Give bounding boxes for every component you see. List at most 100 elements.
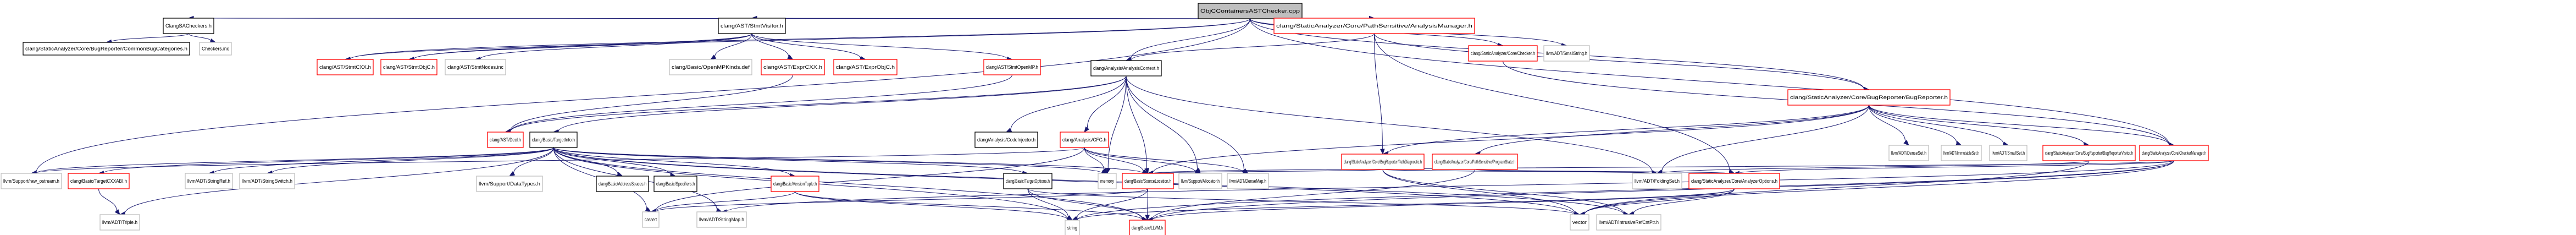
node-label: ObjCContainersASTChecker.cpp [1200, 8, 1300, 14]
node-label: llvm/ADT/ImmutableSet.h [1943, 150, 1979, 156]
edge-stmtopenmp-to-decl [509, 74, 1012, 132]
node-box [1, 173, 62, 189]
edge-targetinfo-to-triple [124, 147, 554, 214]
edge-bugreporter-to-checkermgr [1869, 105, 2170, 145]
edge-sourceloc-to-cassert [655, 188, 1148, 212]
node-label: llvm/Support/Allocator.h [1181, 178, 1220, 184]
node-analyzeropts[interactable]: clang/StaticAnalyzer/Core/AnalyzerOption… [1688, 173, 1780, 189]
node-immutableset: llvm/ADT/ImmutableSet.h [1941, 145, 1982, 161]
arrowhead-icon [1106, 167, 1111, 174]
edge-cfg-to-allocator [1084, 147, 1196, 173]
node-pathdiag[interactable]: clang/StaticAnalyzer/Core/BugReporter/Pa… [1341, 154, 1425, 170]
node-targetcxxabi[interactable]: clang/Basic/TargetCXXABI.h [68, 173, 130, 189]
node-label: clang/AST/Decl.h [490, 137, 521, 143]
node-analysismgr[interactable]: clang/StaticAnalyzer/Core/PathSensitive/… [1273, 18, 1475, 34]
node-allocator: llvm/Support/Allocator.h [1178, 173, 1222, 189]
node-box [653, 176, 697, 192]
node-label: clang/Analysis/AnalysisContext.h [1093, 65, 1159, 71]
edge-clangsacheckers-to-checkersinc [188, 33, 211, 41]
edge-checkermgr-to-analyzeropts [1739, 160, 2174, 174]
edge-analysisctx-to-codeinjector [1010, 75, 1127, 130]
node-box [1787, 89, 1951, 106]
node-box [185, 173, 233, 189]
node-smallstring: llvm/ADT/SmallString.h [1543, 45, 1590, 62]
node-box [1065, 220, 1080, 235]
edge-bugreporter-to-sourceloc [1152, 105, 1869, 173]
edge-targetinfo-to-vector [553, 147, 1575, 215]
node-checker[interactable]: clang/StaticAnalyzer/Core/Checker.h [1468, 45, 1538, 62]
node-box [445, 59, 506, 75]
node-bugreporter[interactable]: clang/StaticAnalyzer/Core/BugReporter/Bu… [1787, 89, 1951, 106]
node-label: clang/AST/StmtOpenMP.h [986, 64, 1038, 70]
edge-bugreporter-to-smallset [1869, 105, 2004, 144]
node-label: clang/Basic/LLVM.h [1132, 225, 1163, 231]
node-specifiers[interactable]: clang/Basic/Specifiers.h [653, 176, 697, 192]
node-clangsacheckers[interactable]: ClangSACheckers.h [163, 18, 214, 34]
node-decl[interactable]: clang/AST/Decl.h [487, 132, 524, 148]
node-label: llvm/ADT/SmallString.h [1546, 51, 1587, 56]
node-analysisctx[interactable]: clang/Analysis/AnalysisContext.h [1090, 60, 1162, 76]
node-box [68, 173, 130, 189]
edge-programstate-to-foldingset [1475, 169, 1653, 174]
edge-analysisctx-to-sourceloc [1126, 75, 1148, 169]
node-label: clang/StaticAnalyzer/Core/AnalyzerOption… [1691, 178, 1777, 184]
node-stmtopenmp[interactable]: clang/AST/StmtOpenMP.h [983, 59, 1041, 75]
edge-versiontuple-to-cassert [655, 191, 795, 212]
arrowhead-icon [1380, 149, 1385, 155]
node-versiontuple[interactable]: clang/Basic/VersionTuple.h [771, 176, 819, 192]
edge-checkermgr-to-string [1077, 160, 2174, 220]
node-box [1570, 214, 1589, 231]
edge-stmtvisitor-to-stmtnodes [480, 33, 752, 59]
node-stringswitch: llvm/ADT/StringSwitch.h [239, 173, 295, 189]
node-box [1432, 154, 1518, 170]
edge-layer [30, 15, 2175, 222]
node-cfg[interactable]: clang/Analysis/CFG.h [1060, 132, 1109, 148]
node-stmtcxx[interactable]: clang/AST/StmtCXX.h [317, 59, 374, 75]
node-box [761, 59, 825, 75]
edge-root-to-stmtcxx [350, 18, 1250, 59]
node-label: clang/Basic/AddressSpaces.h [599, 181, 646, 187]
edge-versiontuple-to-string [795, 191, 1068, 220]
node-label: clang/Basic/SourceLocation.h [1124, 178, 1171, 184]
node-box [317, 59, 374, 75]
node-box [642, 211, 660, 228]
node-llvmh[interactable]: clang/Basic/LLVM.h [1129, 220, 1166, 235]
edge-stmtvisitor-to-stmtcxx [350, 33, 752, 59]
node-label: clang/AST/StmtCXX.h [319, 64, 371, 70]
node-codeinjector[interactable]: clang/Analysis/CodeInjector.h [974, 132, 1038, 148]
node-label: clang/Basic/VersionTuple.h [773, 181, 817, 187]
node-exprcxx[interactable]: clang/AST/ExprCXX.h [761, 59, 825, 75]
node-checkersinc: Checkers.inc [199, 42, 232, 56]
node-targetinfo[interactable]: clang/Basic/TargetInfo.h [529, 132, 578, 148]
node-box [1989, 145, 2027, 161]
node-sourceloc[interactable]: clang/Basic/SourceLocation.h [1122, 173, 1174, 189]
node-root[interactable]: ObjCContainersASTChecker.cpp [1198, 3, 1303, 19]
edge-analysisctx-to-targetinfo [558, 75, 1127, 132]
node-datatypes: llvm/Support/DataTypes.h [476, 176, 543, 192]
edge-bugreporter-to-pathdiag [1387, 105, 1869, 154]
node-stmtvisitor[interactable]: clang/AST/StmtVisitor.h [718, 18, 786, 34]
edge-analysismgr-to-pathdiag [1374, 33, 1383, 150]
node-string: string [1065, 220, 1080, 235]
arrowhead-icon [1145, 215, 1150, 221]
node-stmtobjc[interactable]: clang/AST/StmtObjC.h [380, 59, 437, 75]
edge-cfg-to-densemap [1084, 147, 1244, 173]
node-label: clang/Basic/OpenMPKinds.def [672, 64, 750, 70]
node-label: llvm/ADT/FoldingSet.h [1635, 178, 1680, 184]
node-box [1060, 132, 1109, 148]
node-checkermgr[interactable]: clang/StaticAnalyzer/Core/CheckerManager… [2139, 145, 2209, 161]
edge-analysisctx-to-densemap [1126, 75, 1244, 171]
edge-analyzeropts-to-string [1077, 188, 1735, 220]
node-box [771, 176, 819, 192]
node-denseset: llvm/ADT/DenseSet.h [1888, 145, 1929, 161]
node-commonbugcat[interactable]: clang/StaticAnalyzer/Core/BugReporter/Co… [23, 42, 190, 56]
node-brvisitor[interactable]: clang/StaticAnalyzer/Core/BugReporter/Bu… [2042, 145, 2136, 161]
node-addrspaces[interactable]: clang/Basic/AddressSpaces.h [596, 176, 649, 192]
node-stmtnodes: clang/AST/StmtNodes.inc [445, 59, 506, 75]
node-targetoptions[interactable]: clang/Basic/TargetOptions.h [1003, 173, 1052, 189]
edge-bugreporter-to-denseset [1869, 105, 1906, 142]
node-programstate[interactable]: clang/StaticAnalyzer/Core/PathSensitive/… [1432, 154, 1518, 170]
edge-targetinfo-to-stringswitch [272, 147, 554, 173]
node-label: memory [1100, 178, 1114, 184]
node-exprobjc[interactable]: clang/AST/ExprObjC.h [833, 59, 898, 75]
